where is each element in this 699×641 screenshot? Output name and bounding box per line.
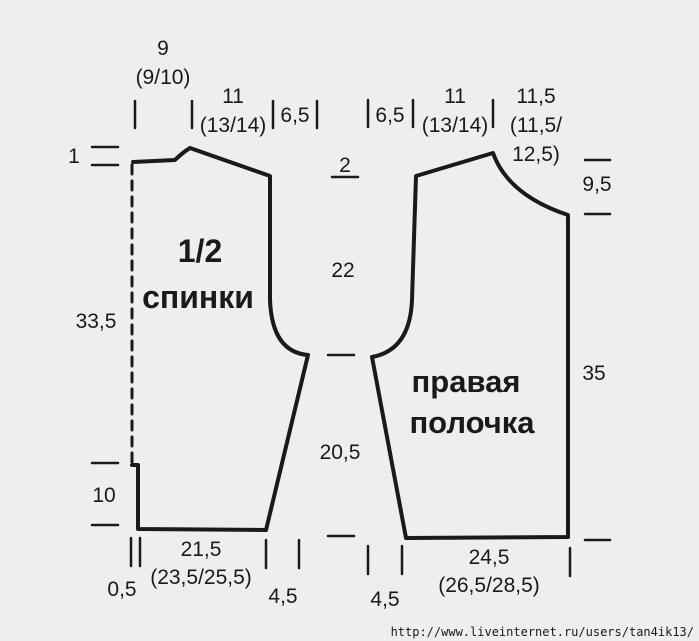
front-title-line1: правая xyxy=(412,364,521,399)
front-neck-depth: 9,5 xyxy=(582,173,611,196)
front-hem-width: 24,5 xyxy=(469,546,510,569)
back-title-fraction: 1/2 xyxy=(178,233,222,269)
watermark-url: http://www.liveinternet.ru/users/tan4ik1… xyxy=(391,625,694,639)
dimension-ticks xyxy=(90,98,612,578)
back-shoulder: 11 xyxy=(222,85,244,108)
back-shoulder-drop: 1 xyxy=(68,145,80,168)
back-outline xyxy=(130,146,310,532)
back-hem-width-sizes: (23,5/25,5) xyxy=(150,566,252,589)
front-height: 35 xyxy=(582,362,605,385)
front-outline xyxy=(370,151,570,540)
back-title-word: спинки xyxy=(142,279,254,315)
center-neck-drop: 2 xyxy=(339,154,351,177)
front-title-line2: полочка xyxy=(409,405,535,440)
back-hem-width: 21,5 xyxy=(181,538,222,561)
front-neck: 6,5 xyxy=(375,104,404,127)
front-shoulder: 11 xyxy=(444,85,466,108)
front-top-right-sizes-2: 12,5) xyxy=(512,143,560,166)
back-neck: 6,5 xyxy=(280,104,309,127)
back-shoulder-sizes: (13/14) xyxy=(200,114,267,137)
center-armhole-height: 22 xyxy=(331,259,354,282)
back-side-offset: 4,5 xyxy=(268,585,297,608)
center-side-height: 20,5 xyxy=(320,441,361,464)
front-shoulder-sizes: (13/14) xyxy=(422,114,489,137)
back-height-main: 33,5 xyxy=(76,310,117,333)
back-top-width: 9 xyxy=(157,37,169,60)
front-hem-width-sizes: (26,5/28,5) xyxy=(438,574,540,597)
back-top-width-sizes: (9/10) xyxy=(136,66,191,89)
front-top-right-sizes-1: (11,5/ xyxy=(510,114,562,137)
back-slit-height: 10 xyxy=(92,484,115,507)
front-side-offset: 4,5 xyxy=(370,588,399,611)
front-top-right: 11,5 xyxy=(516,85,555,108)
back-hem-offset: 0,5 xyxy=(107,578,136,601)
